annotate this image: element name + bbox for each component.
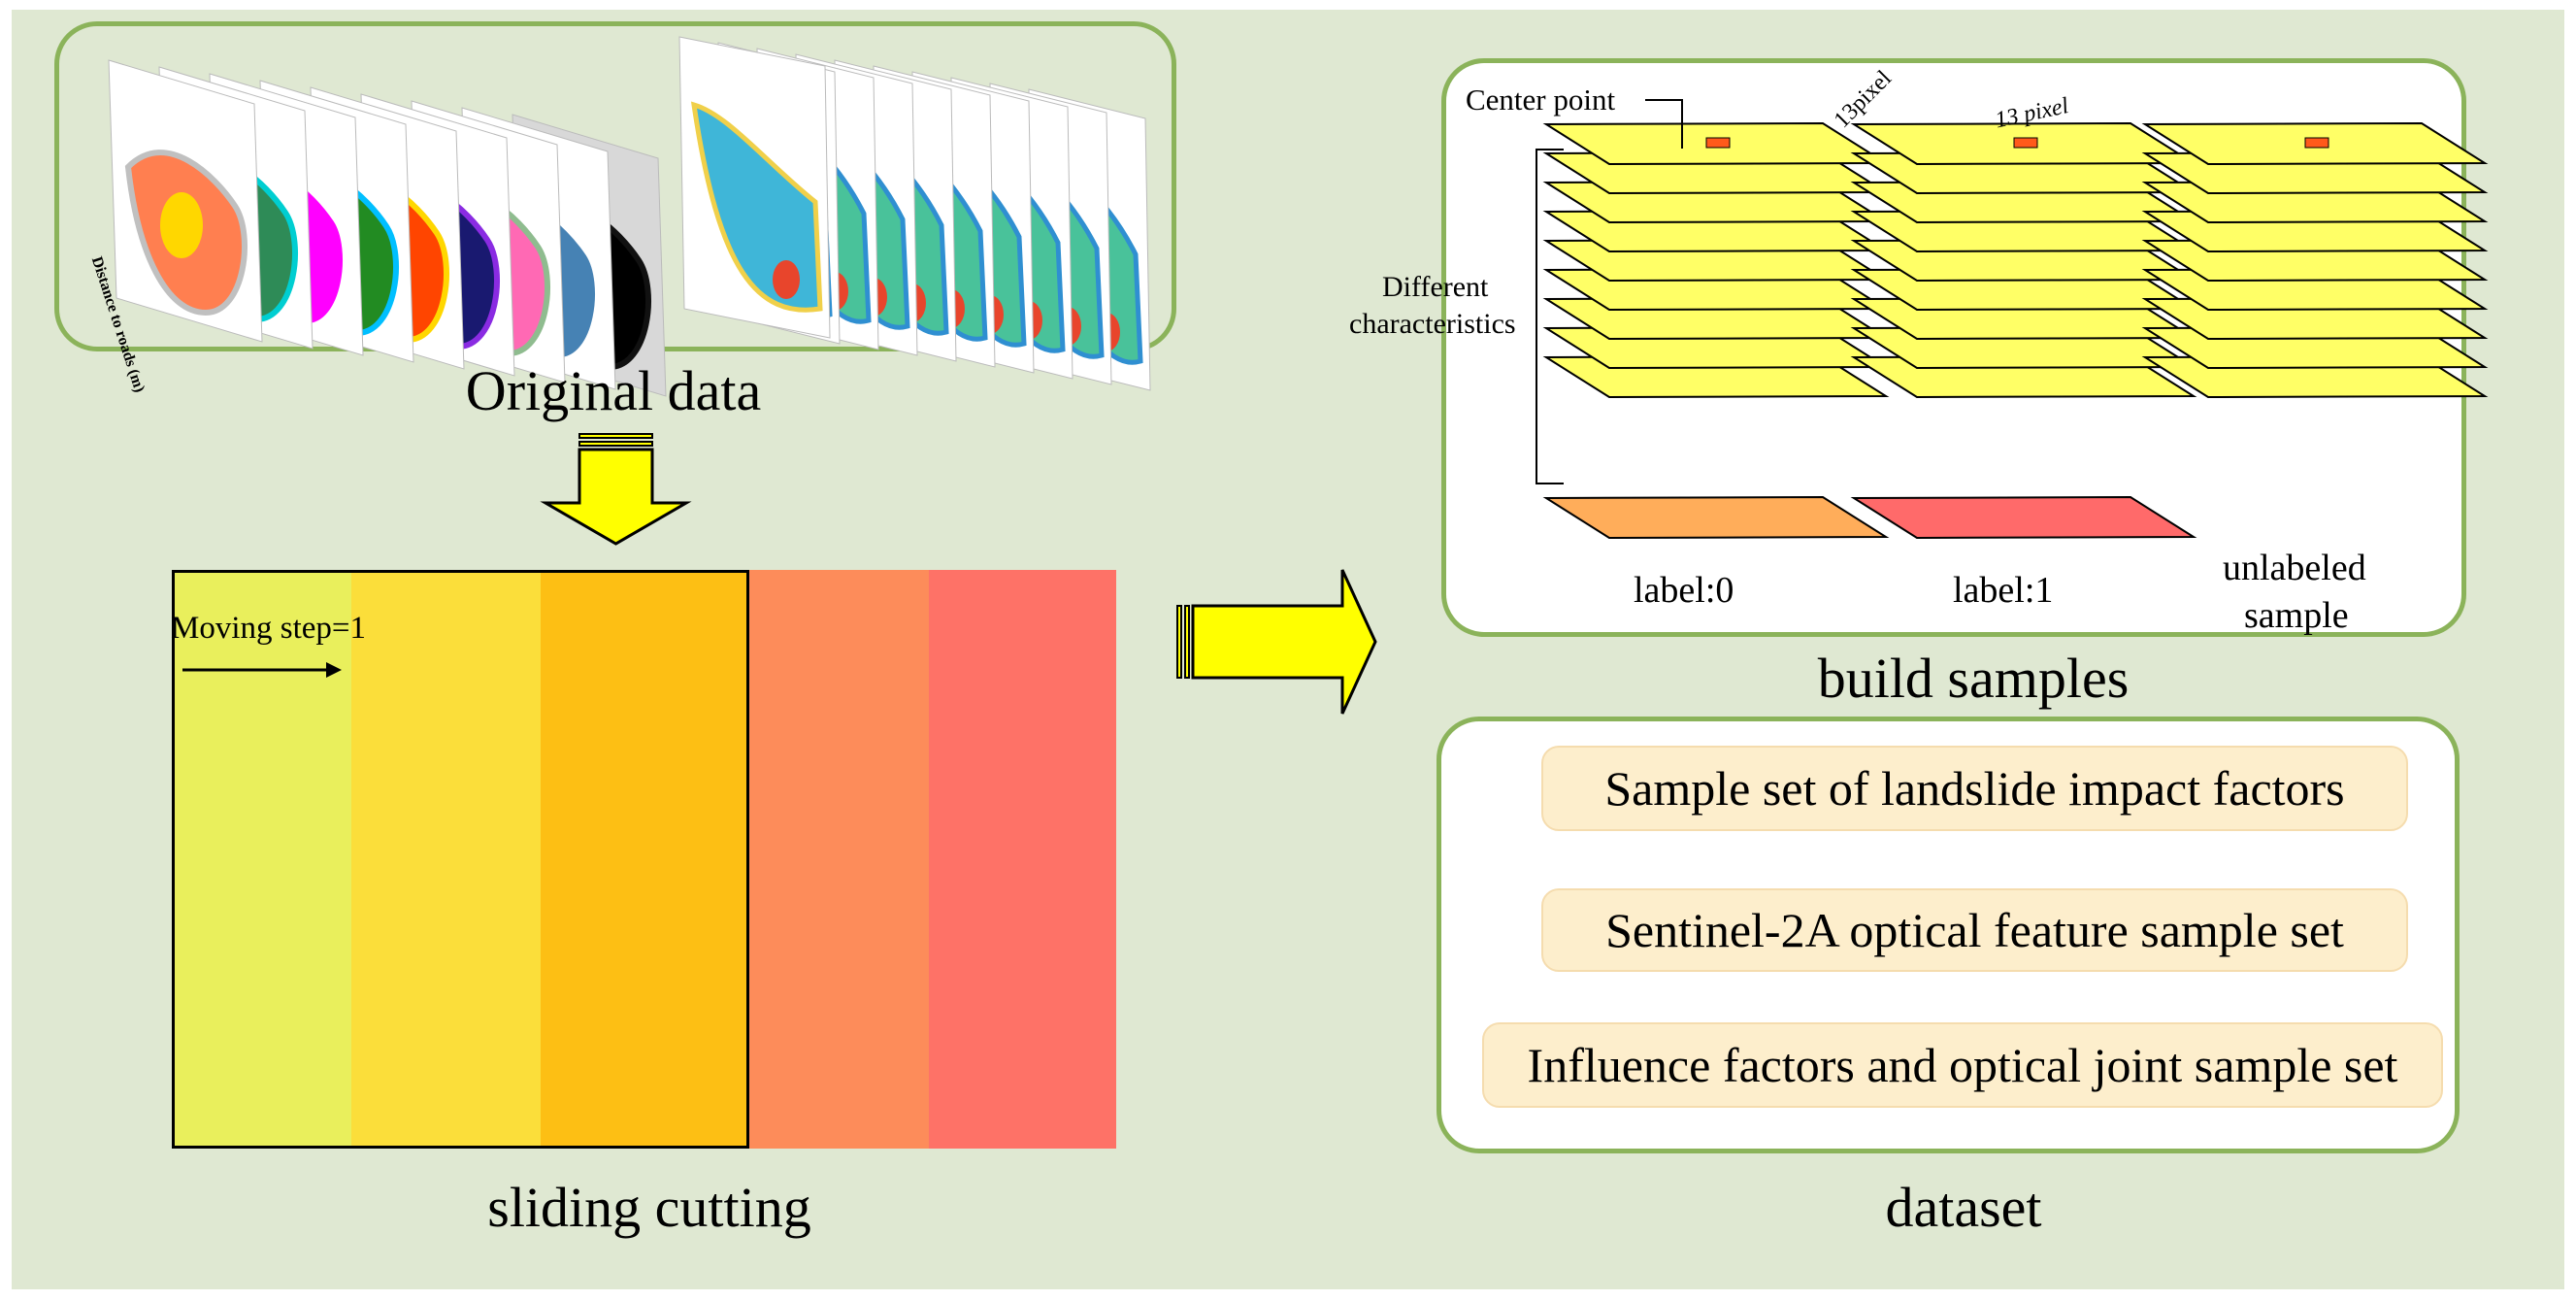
sliding-cutting-caption: sliding cutting <box>487 1176 811 1239</box>
sliding-strip-5 <box>929 570 1116 1149</box>
different-label: Different <box>1382 271 1489 303</box>
unlabeled-center-pixel <box>2304 137 2329 149</box>
sliding-strip-4 <box>749 570 929 1149</box>
sliding-strip-2 <box>351 570 541 1149</box>
label-0-center-pixel <box>1705 137 1731 149</box>
center-point-label: Center point <box>1466 83 1616 117</box>
dataset-caption: dataset <box>1885 1176 2042 1239</box>
label-1-center-pixel <box>2013 137 2038 149</box>
label-1-base-layer <box>1850 495 2197 540</box>
label-1-text: label:1 <box>1953 570 2054 611</box>
dataset-item-optical-features: Sentinel-2A optical feature sample set <box>1541 888 2408 972</box>
original-data-caption: Original data <box>465 359 762 422</box>
characteristics-label: characteristics <box>1349 308 1516 340</box>
sliding-strip-3 <box>541 570 749 1149</box>
unlabeled-text: unlabeled <box>2223 548 2366 588</box>
build-samples-caption: build samples <box>1817 647 2130 710</box>
optical-map-region <box>690 101 823 313</box>
dataset-item-joint-set: Influence factors and optical joint samp… <box>1482 1022 2443 1108</box>
moving-step-label: Moving step=1 <box>171 611 367 646</box>
dataset-item-impact-factors: Sample set of landslide impact factors <box>1541 746 2408 831</box>
factor-map-stack <box>108 59 667 397</box>
sample-text: sample <box>2244 595 2349 636</box>
factor-map-feature <box>160 192 203 258</box>
sliding-strip-1 <box>172 570 351 1149</box>
label-0-base-layer <box>1542 495 1890 540</box>
sliding-window-frame <box>172 570 749 1149</box>
label-0-text: label:0 <box>1634 570 1734 611</box>
optical-map-hotspot <box>773 260 800 299</box>
optical-map-stack <box>678 36 1151 391</box>
